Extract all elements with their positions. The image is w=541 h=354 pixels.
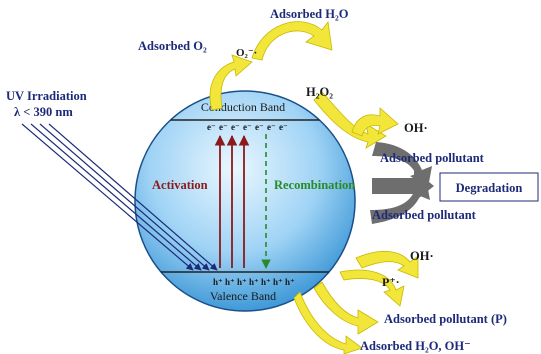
uv-ray [21,123,194,271]
gray-arrows [370,142,434,224]
hole: h⁺ [261,277,271,287]
oh-upper-label: OH· [404,121,428,135]
gray-lower-arrow [370,178,430,224]
p-radical-label: P⁺· [382,275,400,289]
hole: h⁺ [285,277,295,287]
electron: e⁻ [243,122,252,132]
hole: h⁺ [273,277,283,287]
adsorbed-h2o-oh-label: Adsorbed H₂O, OH⁻ [360,339,471,353]
hole: h⁺ [213,277,223,287]
degradation-label: Degradation [456,181,523,195]
adsorbed-pollutant-p-label: Adsorbed pollutant (P) [384,312,507,326]
uv-rays [21,123,218,271]
hole: h⁺ [225,277,235,287]
uv-ray [48,123,218,271]
p-radical-arrow [339,269,405,307]
pollutant-p-arrow [313,281,379,335]
h2o2-to-oh-arrow [313,91,387,149]
uv-ray [39,123,210,271]
electron: e⁻ [255,122,264,132]
adsorbed-pollutant-2-label: Adsorbed pollutant [372,208,477,222]
activation-label: Activation [152,178,208,192]
adsorbed-o2-label: Adsorbed O₂ [138,39,207,53]
degradation-box [439,172,539,202]
h2o2-label: H₂O₂ [306,85,333,99]
semiconductor-particle [134,90,356,312]
conduction-band-label: Conduction Band [201,100,285,114]
electron: e⁻ [231,122,240,132]
yellow-arrows [209,20,419,354]
valence-band-label: Valence Band [210,289,276,303]
oh-upper-arrow [351,107,399,137]
oh-lower-arrow [355,250,419,279]
hole: h⁺ [249,277,259,287]
uv-irradiation-label: UV Irradiation [6,89,87,103]
superoxide-label: O₂⁻· [236,47,257,59]
adsorbed-pollutant-1-label: Adsorbed pollutant [380,151,485,165]
h2o-oh-lower-arrow [293,291,363,354]
hole: h⁺ [237,277,247,287]
adsorbed-h2o-top-label: Adsorbed H₂O [270,7,349,21]
uv-ray [30,123,202,271]
recombination-label: Recombination [274,178,355,192]
hole-row: h⁺ h⁺ h⁺ h⁺ h⁺ h⁺ h⁺ [213,277,295,287]
oh-lower-label: OH· [410,249,434,263]
electron: e⁻ [279,122,288,132]
electron: e⁻ [267,122,276,132]
uv-wavelength-label: λ < 390 nm [14,105,73,119]
electron-row: e⁻ e⁻ e⁻ e⁻ e⁻ e⁻ e⁻ [207,122,288,132]
electron: e⁻ [219,122,228,132]
electron: e⁻ [207,122,216,132]
h2o-arc-arrow [251,20,333,61]
activation-arrows [214,134,250,268]
o2-reduction-arrow [209,54,253,111]
